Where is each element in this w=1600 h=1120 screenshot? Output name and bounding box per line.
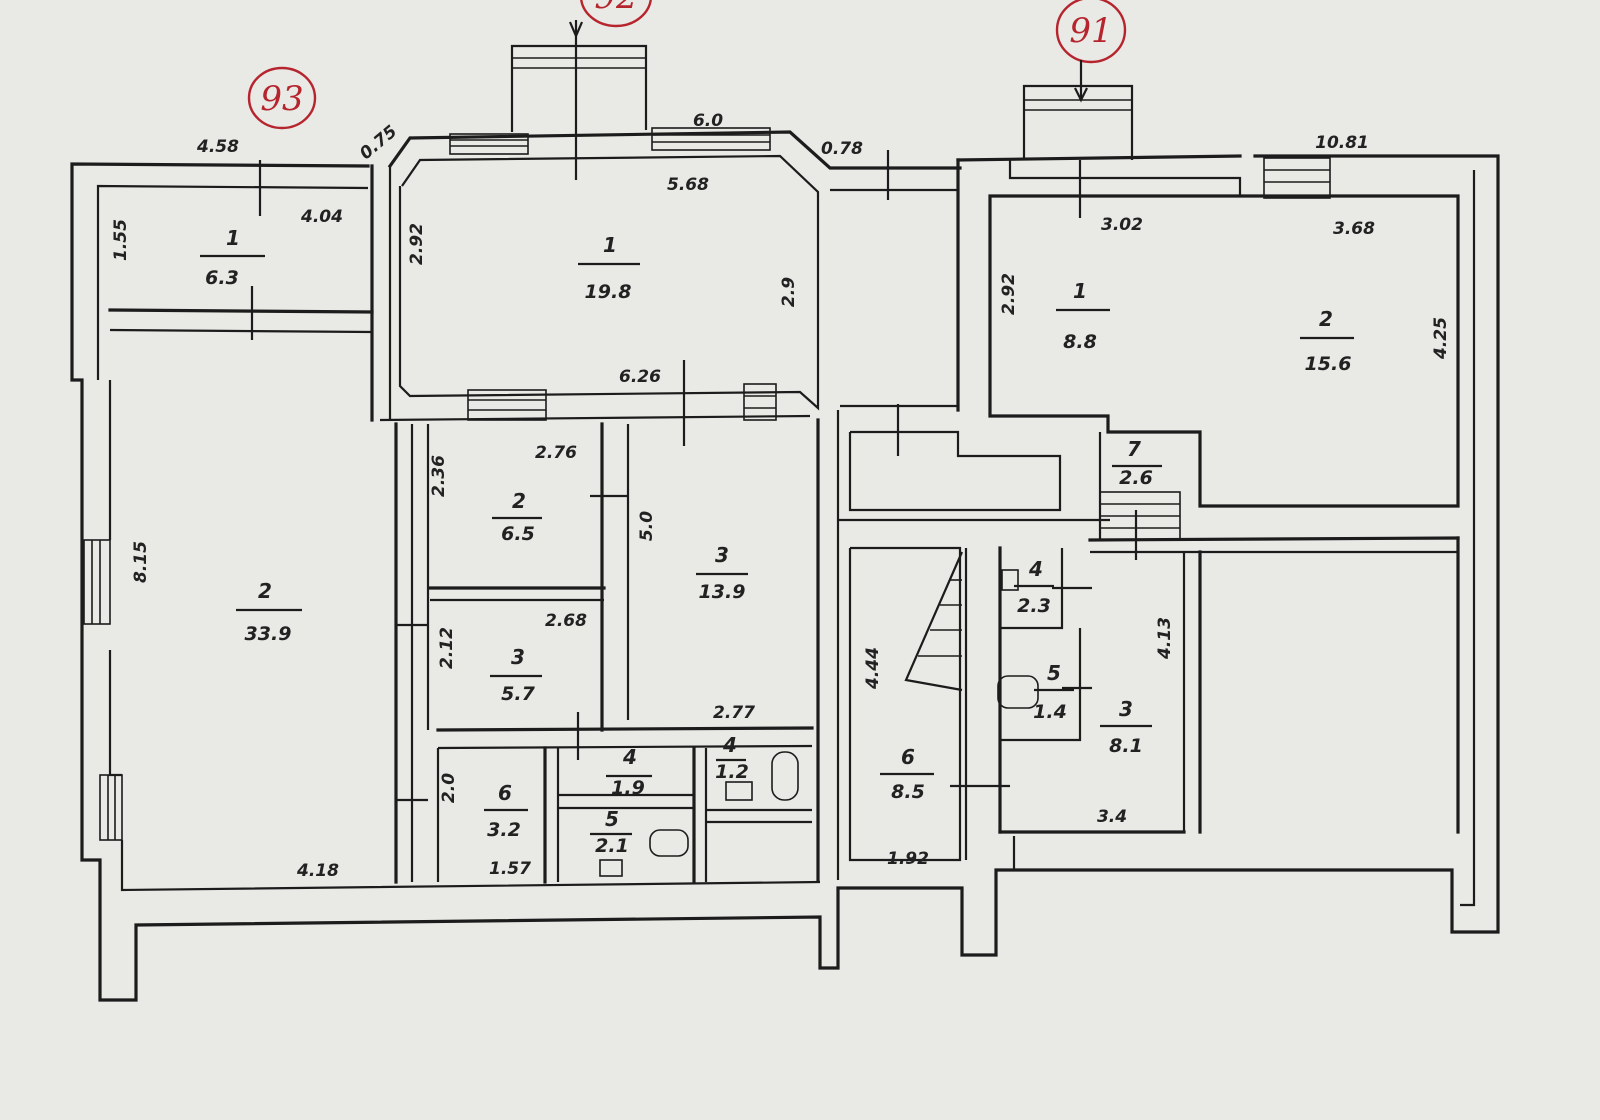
dimension-label: 2.0 (439, 773, 459, 803)
dimension-label: 2.76 (535, 443, 577, 463)
room-number: 5 (605, 807, 619, 831)
room-number: 3 (1119, 697, 1133, 721)
dimension-label: 2.77 (713, 703, 755, 723)
room-91-5: 51.4 (1033, 661, 1074, 723)
room-number: 2 (512, 489, 526, 513)
room-92-2: 26.5 (492, 489, 542, 545)
room-area: 8.1 (1109, 735, 1143, 757)
room-area: 1.9 (611, 777, 645, 799)
room-area: 2.1 (595, 835, 629, 857)
room-number: 3 (715, 543, 729, 567)
room-area: 8.5 (891, 781, 925, 803)
room-area: 6.5 (501, 523, 535, 545)
dimension-label: 4.44 (863, 647, 883, 690)
apartment-number: 91 (1069, 11, 1112, 51)
dimension-label: 10.81 (1315, 133, 1369, 153)
room-area: 6.3 (205, 267, 239, 289)
room-number: 2 (258, 579, 272, 603)
dimension-label: 5.68 (667, 175, 709, 195)
dimension-label: 2.92 (407, 223, 427, 265)
room-area: 5.7 (501, 683, 535, 705)
room-92-1: 119.8 (578, 233, 640, 303)
dimension-label: 2.12 (437, 627, 457, 669)
room-91-1: 18.8 (1056, 279, 1110, 353)
room-91-2: 215.6 (1300, 307, 1354, 375)
room-area: 1.2 (715, 761, 749, 783)
apartment-marker-93: 93 (247, 66, 317, 130)
dimension-label: 2.92 (999, 273, 1019, 315)
room-area: 3.2 (487, 819, 521, 841)
windows (83, 44, 1331, 877)
dimension-labels: 4.58 0.75 6.0 0.78 10.81 4.04 1.55 5.68 … (111, 111, 1451, 881)
room-number: 4 (622, 745, 637, 769)
room-92-4b: 41.2 (715, 733, 749, 783)
room-91-3: 38.1 (1100, 697, 1152, 757)
room-outline-92-1 (379, 130, 962, 422)
dimension-label: 4.25 (1431, 317, 1451, 360)
room-91-7: 72.6 (1112, 437, 1162, 489)
room-number: 1 (603, 233, 617, 257)
room-91-4: 42.3 (1014, 557, 1054, 617)
dimension-label: 4.18 (296, 861, 339, 881)
dimension-label: 0.78 (821, 139, 863, 159)
dimension-label: 6.0 (693, 111, 723, 131)
dimension-label: 4.04 (300, 207, 343, 227)
room-area: 19.8 (585, 281, 632, 303)
dimension-label: 2.36 (429, 455, 449, 497)
room-92-4a: 41.9 (606, 745, 652, 799)
room-area: 8.8 (1063, 331, 1097, 353)
room-area: 33.9 (245, 623, 292, 645)
dimension-label: 4.13 (1155, 617, 1175, 660)
room-stair-6: 68.5 (880, 745, 934, 803)
room-number: 2 (1319, 307, 1333, 331)
apartment-marker-92: 92 (568, 0, 652, 180)
dimension-label: 8.15 (131, 541, 151, 583)
room-area: 13.9 (699, 581, 746, 603)
room-number: 5 (1047, 661, 1061, 685)
room-number: 1 (226, 226, 240, 250)
apartment-number: 93 (260, 79, 303, 119)
room-area: 2.6 (1119, 467, 1153, 489)
room-93-1: 16.3 (200, 226, 265, 289)
dimension-label: 6.26 (619, 367, 661, 387)
room-number: 4 (722, 733, 737, 757)
dimension-label: 1.57 (489, 859, 531, 879)
room-area: 15.6 (1305, 353, 1352, 375)
room-92-3b: 313.9 (696, 543, 748, 603)
room-area: 1.4 (1033, 701, 1067, 723)
room-area: 2.3 (1017, 595, 1051, 617)
room-number: 6 (498, 781, 512, 805)
room-labels: 16.3 233.9 119.8 26.5 35.7 313.9 41.9 41… (200, 226, 1354, 857)
dimension-label: 3.68 (1333, 219, 1375, 239)
room-number: 4 (1028, 557, 1043, 581)
dimension-label: 5.0 (637, 511, 657, 541)
apartment-number: 92 (594, 0, 637, 17)
dimension-label: 4.58 (196, 137, 239, 157)
interior-walls (108, 158, 1460, 884)
dimension-label: 2.68 (545, 611, 587, 631)
dimension-label: 3.4 (1097, 807, 1127, 827)
room-number: 3 (511, 645, 525, 669)
dimension-label: 2.9 (779, 277, 799, 307)
room-number: 1 (1073, 279, 1087, 303)
dimension-label: 1.55 (111, 219, 131, 261)
room-93-2: 233.9 (236, 579, 302, 645)
room-92-6: 63.2 (484, 781, 528, 841)
room-92-5: 52.1 (590, 807, 632, 857)
apartment-marker-91: 91 (1055, 0, 1127, 103)
room-number: 7 (1127, 437, 1141, 461)
room-number: 6 (901, 745, 915, 769)
room-92-3a: 35.7 (490, 645, 542, 705)
dimension-label: 1.92 (887, 849, 929, 869)
dimension-label: 3.02 (1101, 215, 1143, 235)
